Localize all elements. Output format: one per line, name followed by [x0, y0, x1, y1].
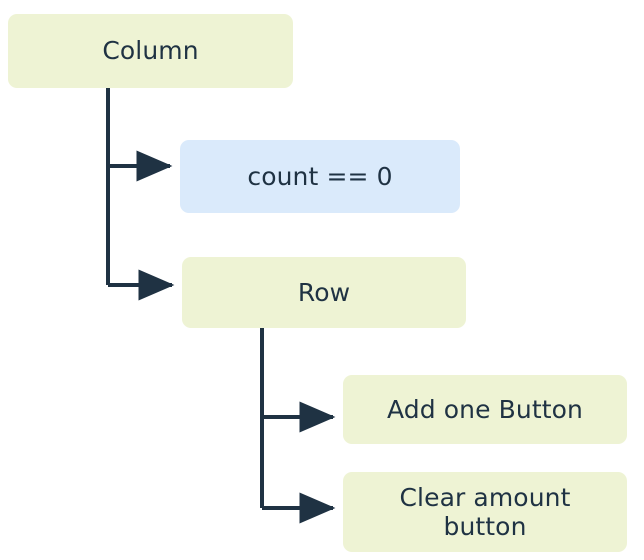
node-column[interactable]: Column — [8, 14, 293, 88]
node-add-one-button[interactable]: Add one Button — [343, 375, 627, 444]
node-row[interactable]: Row — [182, 257, 466, 328]
node-clear-amount-button[interactable]: Clear amount button — [343, 472, 627, 552]
node-count-condition[interactable]: count == 0 — [180, 140, 460, 213]
